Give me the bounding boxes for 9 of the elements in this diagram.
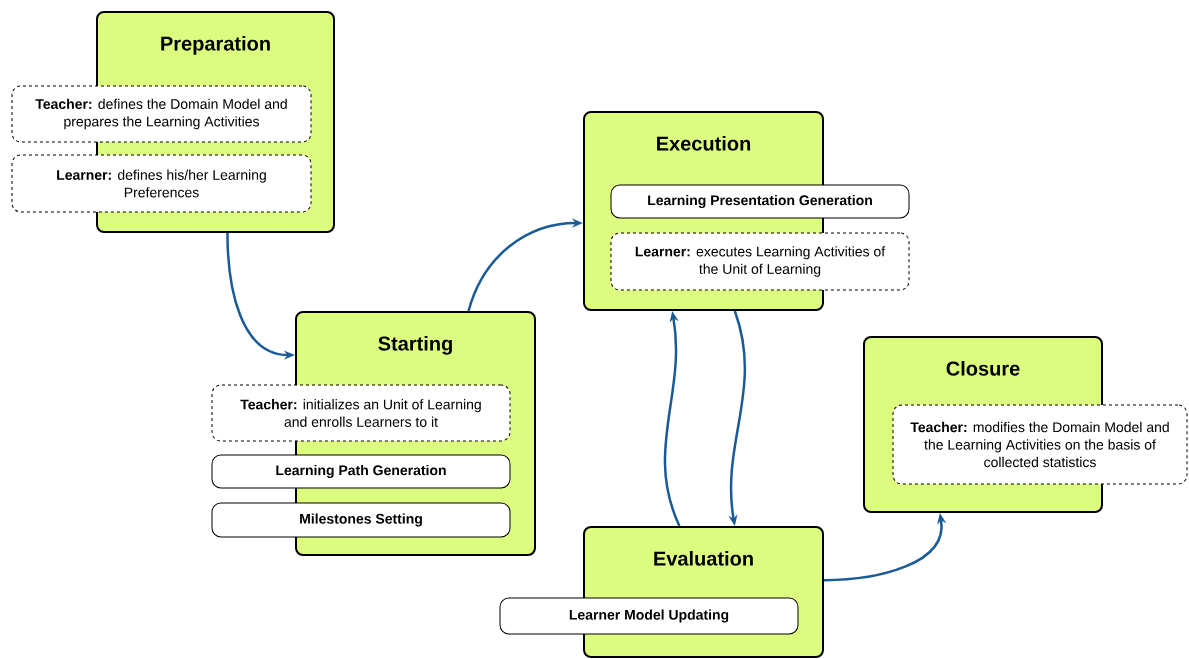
activity-box: Teacher: modifies the Domain Model and the Learning Activities on the basis of collected statistics xyxy=(892,404,1188,485)
process-box: Learning Presentation Generation xyxy=(610,184,910,219)
activity-box: Learner: defines his/her Learning Preferences xyxy=(11,154,312,213)
process-box: Milestones Setting xyxy=(211,502,511,538)
process-box: Learning Path Generation xyxy=(211,454,511,489)
activity-box: Teacher: defines the Domain Model and prepares the Learning Activities xyxy=(11,85,312,143)
process-box: Learner Model Updating xyxy=(499,597,799,635)
activity-box: Teacher: initializes an Unit of Learning and enrolls Learners to it xyxy=(211,384,511,442)
activity-box: Learner: executes Learning Activities of the Unit of Learning xyxy=(610,232,910,291)
